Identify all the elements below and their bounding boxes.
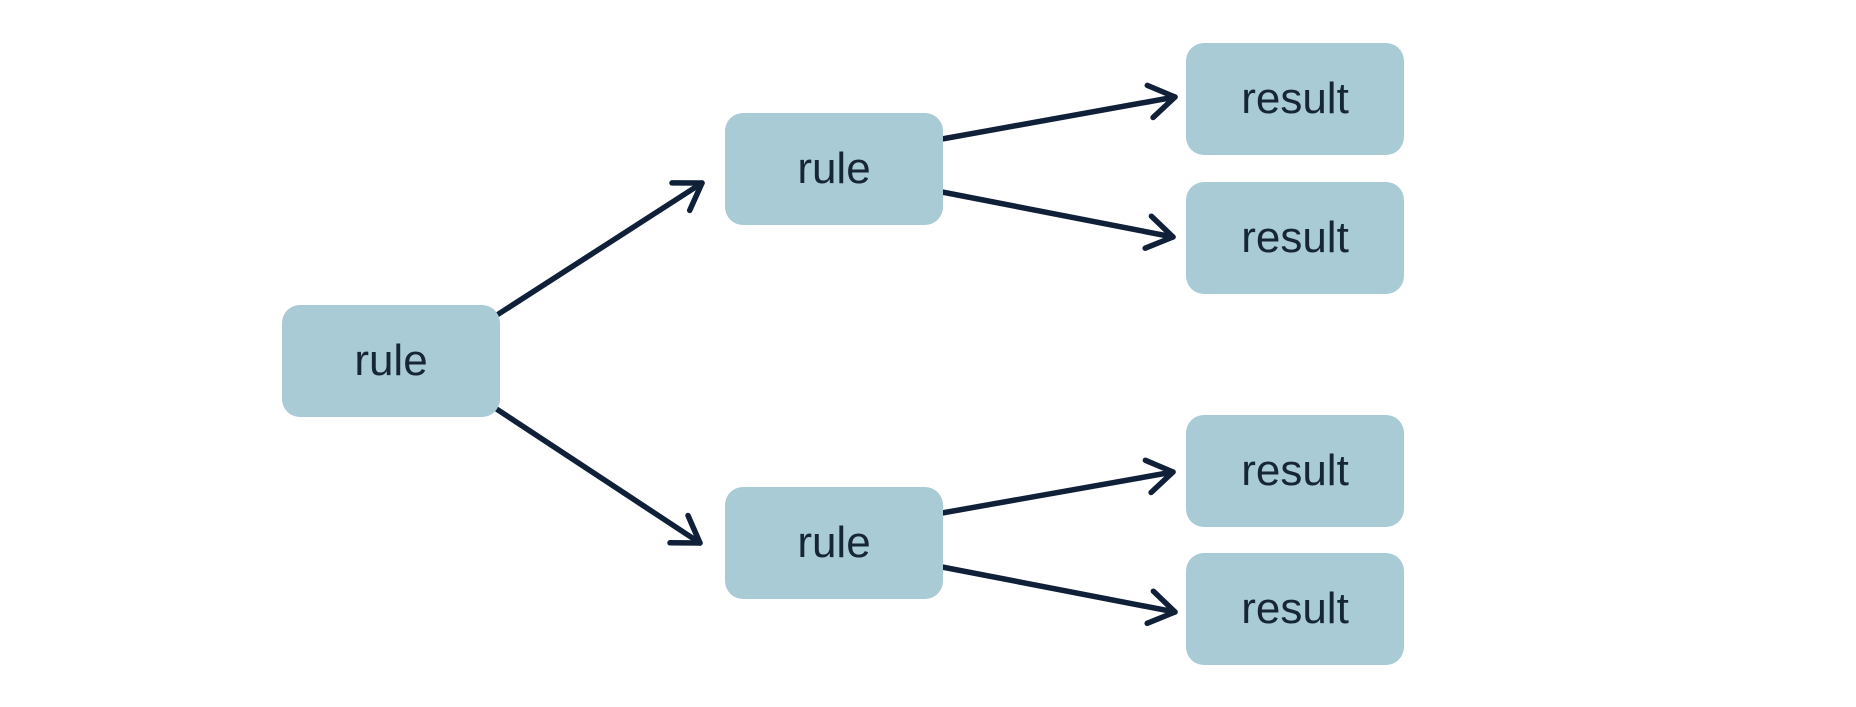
edge-rule-bottom-to-result-3 <box>939 469 1176 516</box>
node-result-4-label: result <box>1241 584 1349 633</box>
arrowhead-icon <box>1144 588 1178 627</box>
node-result-2: result <box>1186 182 1404 294</box>
arrowhead-icon <box>669 180 705 214</box>
node-rule-top-label: rule <box>797 144 871 193</box>
node-rule-top: rule <box>725 113 943 225</box>
node-result-3: result <box>1186 415 1404 527</box>
node-result-1-label: result <box>1241 74 1349 123</box>
node-result-3-label: result <box>1241 446 1349 495</box>
node-result-2-label: result <box>1241 213 1349 262</box>
node-result-4: result <box>1186 553 1404 665</box>
edge-rule-top-to-result-2 <box>939 189 1176 240</box>
edge-rule-root-to-rule-top <box>494 180 705 318</box>
node-rule-bottom-label: rule <box>797 518 871 567</box>
node-result-1: result <box>1186 43 1404 155</box>
arrowhead-icon <box>667 512 703 546</box>
edge-rule-bottom-to-result-4 <box>939 564 1178 615</box>
arrowhead-icon <box>1144 82 1178 121</box>
node-rule-root-label: rule <box>354 336 428 385</box>
arrowhead-icon <box>1142 457 1176 496</box>
edge-rule-root-to-rule-bottom <box>492 405 703 546</box>
node-rule-root: rule <box>282 305 500 417</box>
node-rule-bottom: rule <box>725 487 943 599</box>
edge-rule-top-to-result-1 <box>939 94 1178 142</box>
arrowhead-icon <box>1142 213 1176 251</box>
